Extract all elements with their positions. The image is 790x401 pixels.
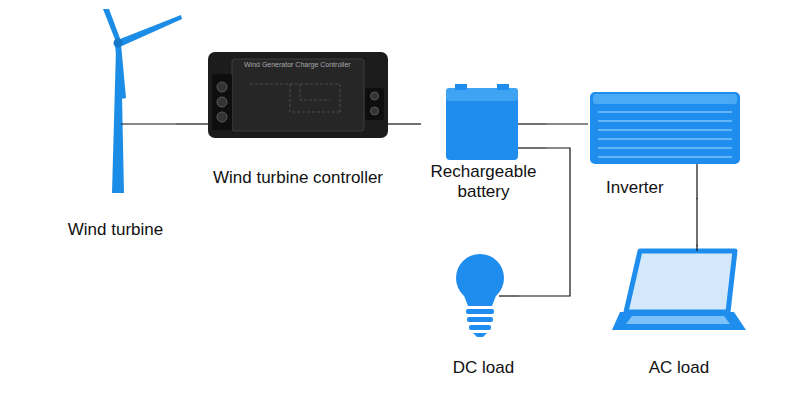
terminal-block xyxy=(365,88,384,120)
terminal xyxy=(371,107,379,115)
component-label: AC load xyxy=(608,358,750,378)
turbine-blade xyxy=(103,9,121,42)
wire-stub xyxy=(696,164,697,199)
bulb-icon xyxy=(456,254,519,337)
battery-terminal xyxy=(455,84,467,90)
controller-case xyxy=(208,52,388,138)
device-caption: Wind Generator Charge Controller xyxy=(244,61,351,68)
bulb-tip xyxy=(473,333,487,337)
component-node: Wind turbine xyxy=(55,10,176,240)
wire-stub xyxy=(518,147,546,148)
wire-stub xyxy=(499,295,519,296)
laptop-screen xyxy=(626,251,735,312)
wire-stub xyxy=(198,123,208,124)
component-label: Wind turbine controller xyxy=(198,168,398,188)
wire-stub xyxy=(388,123,398,124)
terminal xyxy=(371,92,379,100)
laptop-base xyxy=(612,312,746,330)
component-node: DC load xyxy=(448,252,519,378)
inverter-case xyxy=(590,92,740,164)
battery-icon xyxy=(446,84,546,160)
bulb-base xyxy=(467,317,493,322)
bulb-base xyxy=(466,309,494,314)
component-label: Inverter xyxy=(606,178,743,198)
inverter-top xyxy=(593,94,737,104)
wire-stub xyxy=(121,123,176,124)
component-label: Wind turbine xyxy=(55,220,176,240)
wire xyxy=(696,198,697,246)
terminal xyxy=(217,97,227,107)
wire xyxy=(176,123,198,124)
turbine-blade xyxy=(120,15,182,46)
battery-body xyxy=(446,94,518,160)
turbine-blade xyxy=(115,44,126,99)
component-node: Rechargeable battery xyxy=(421,86,546,202)
inverter-fins xyxy=(598,112,732,157)
battery-terminal xyxy=(497,84,509,90)
component-node: Inverter xyxy=(588,88,743,198)
component-label: DC load xyxy=(448,358,519,378)
wire xyxy=(546,123,588,124)
component-node: Wind turbine controller xyxy=(198,50,398,188)
turbine-hub xyxy=(114,39,123,48)
terminal-block xyxy=(212,74,232,130)
wire-stub xyxy=(518,123,546,124)
charge-controller-icon xyxy=(198,52,398,138)
bulb-neck xyxy=(463,293,497,306)
wire xyxy=(398,123,421,124)
terminal xyxy=(217,112,227,122)
bulb-base xyxy=(469,325,491,330)
controller-panel xyxy=(232,59,364,131)
laptop-keyboard xyxy=(626,316,730,324)
terminal xyxy=(217,82,227,92)
panel-schematic xyxy=(250,84,340,112)
component-node: AC load xyxy=(608,246,750,378)
wind-turbine-icon xyxy=(103,9,182,193)
component-label: Rechargeable battery xyxy=(421,162,546,202)
laptop-icon xyxy=(612,245,746,330)
